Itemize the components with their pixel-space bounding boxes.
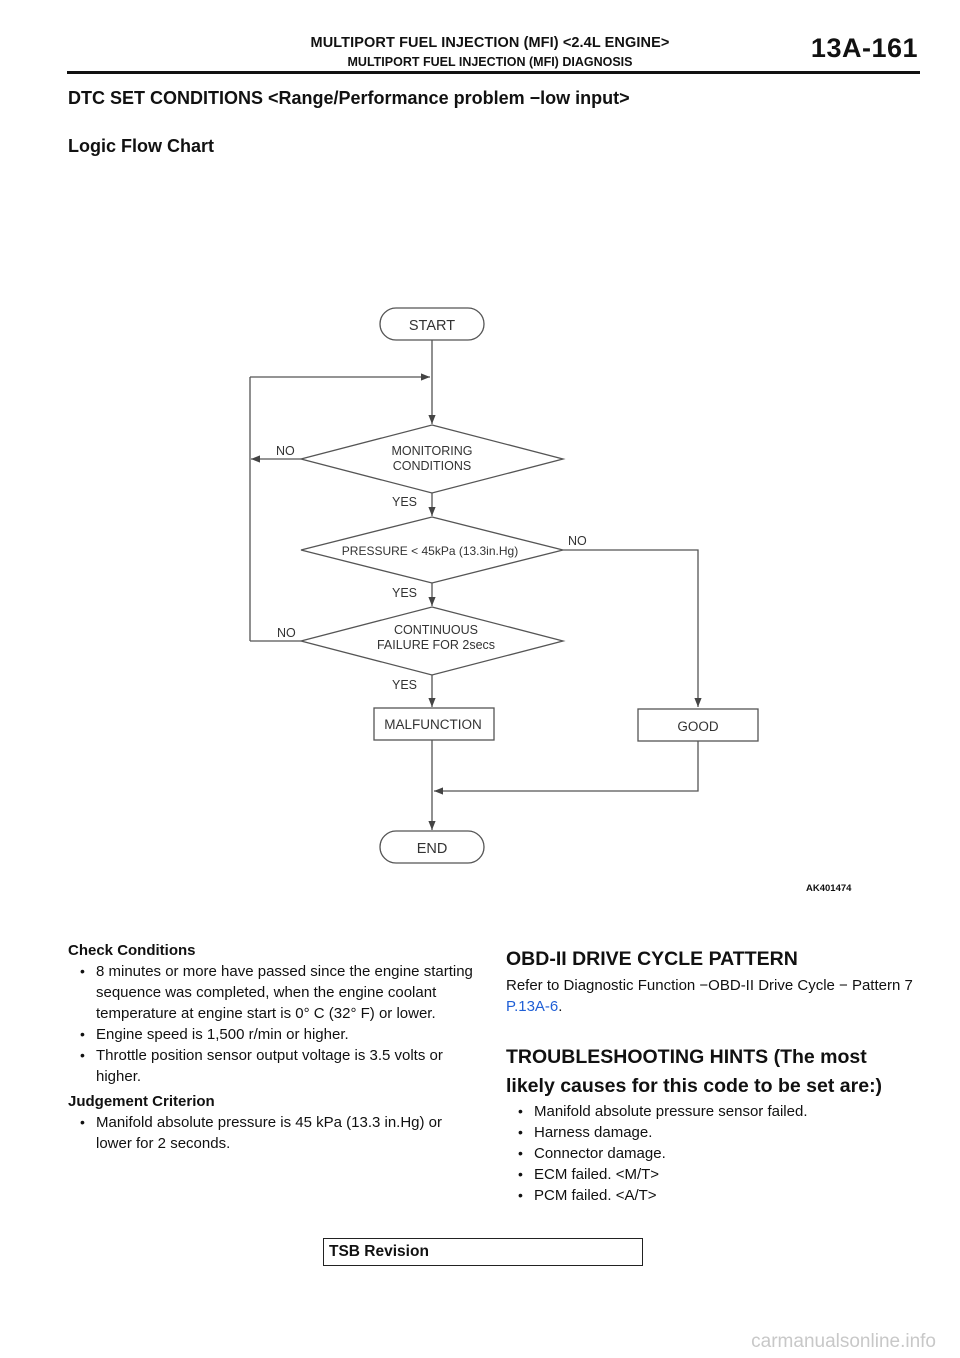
page-number: 13A-161 [810,33,918,63]
continuous-yes-label: YES [392,678,417,692]
end-label: END [417,841,448,857]
list-item: Manifold absolute pressure sensor failed… [518,1101,918,1122]
obd-suffix: . [558,998,563,1015]
end-terminal [379,830,485,864]
subsection-title: Logic Flow Chart [68,136,214,156]
list-item: Harness damage. [518,1122,918,1143]
pressure-no-label: NO [568,534,587,548]
tsb-revision-label: TSB Revision [329,1243,429,1260]
continuous-no-label: NO [277,626,296,640]
logic-flow-chart: START MONITORING CONDITIONS NO YES PRESS… [249,307,759,864]
troubleshooting-list: Manifold absolute pressure sensor failed… [506,1101,918,1206]
troubleshooting-heading-line2: likely causes for this code to be set ar… [506,1075,883,1097]
section-title: DTC SET CONDITIONS <Range/Performance pr… [68,88,630,108]
right-column: OBD-II DRIVE CYCLE PATTERN Refer to Diag… [506,947,918,1210]
malfunction-box [373,707,495,741]
check-conditions-list: 8 minutes or more have passed since the … [68,961,480,1087]
troubleshooting-heading-line1: TROUBLESHOOTING HINTS (The most [506,1046,867,1068]
list-item: Connector damage. [518,1143,918,1164]
obd-text: Refer to Diagnostic Function −OBD-II Dri… [506,977,913,994]
watermark[interactable]: carmanualsonline.info [751,1331,936,1352]
obd-page-link[interactable]: P.13A-6 [506,998,559,1015]
good-box [637,708,759,742]
list-item: Engine speed is 1,500 r/min or higher. [80,1024,480,1045]
header-sub-title: MULTIPORT FUEL INJECTION (MFI) DIAGNOSIS [347,55,633,69]
monitoring-no-label: NO [276,444,295,458]
monitoring-label-line1: MONITORING [391,444,472,458]
check-conditions-heading: Check Conditions [68,942,196,959]
start-label: START [409,318,455,334]
obd-paragraph: Refer to Diagnostic Function −OBD-II Dri… [506,975,918,1017]
monitoring-label-line2: CONDITIONS [393,459,471,473]
tsb-revision-box: TSB Revision [323,1238,643,1266]
good-label: GOOD [677,719,719,734]
list-item: Manifold absolute pressure is 45 kPa (13… [80,1112,480,1154]
continuous-label-line1: CONTINUOUS [394,623,478,637]
list-item: 8 minutes or more have passed since the … [80,961,480,1024]
pressure-yes-label: YES [392,586,417,600]
left-column: Check Conditions 8 minutes or more have … [68,940,480,1158]
malfunction-label: MALFUNCTION [384,717,482,732]
pressure-label: PRESSURE < 45kPa (13.3in.Hg) [342,544,518,558]
list-item: ECM failed. <M/T> [518,1164,918,1185]
list-item: Throttle position sensor output voltage … [80,1045,480,1087]
list-item: PCM failed. <A/T> [518,1185,918,1206]
obd-heading: OBD-II DRIVE CYCLE PATTERN [506,948,798,970]
header-rule [67,71,920,74]
judgement-criterion-list: Manifold absolute pressure is 45 kPa (13… [68,1112,480,1154]
monitoring-yes-label: YES [392,495,417,509]
figure-code: AK401474 [806,883,852,894]
header-main-title: MULTIPORT FUEL INJECTION (MFI) <2.4L ENG… [310,35,670,51]
judgement-criterion-heading: Judgement Criterion [68,1093,215,1110]
continuous-label-line2: FAILURE FOR 2secs [377,638,495,652]
